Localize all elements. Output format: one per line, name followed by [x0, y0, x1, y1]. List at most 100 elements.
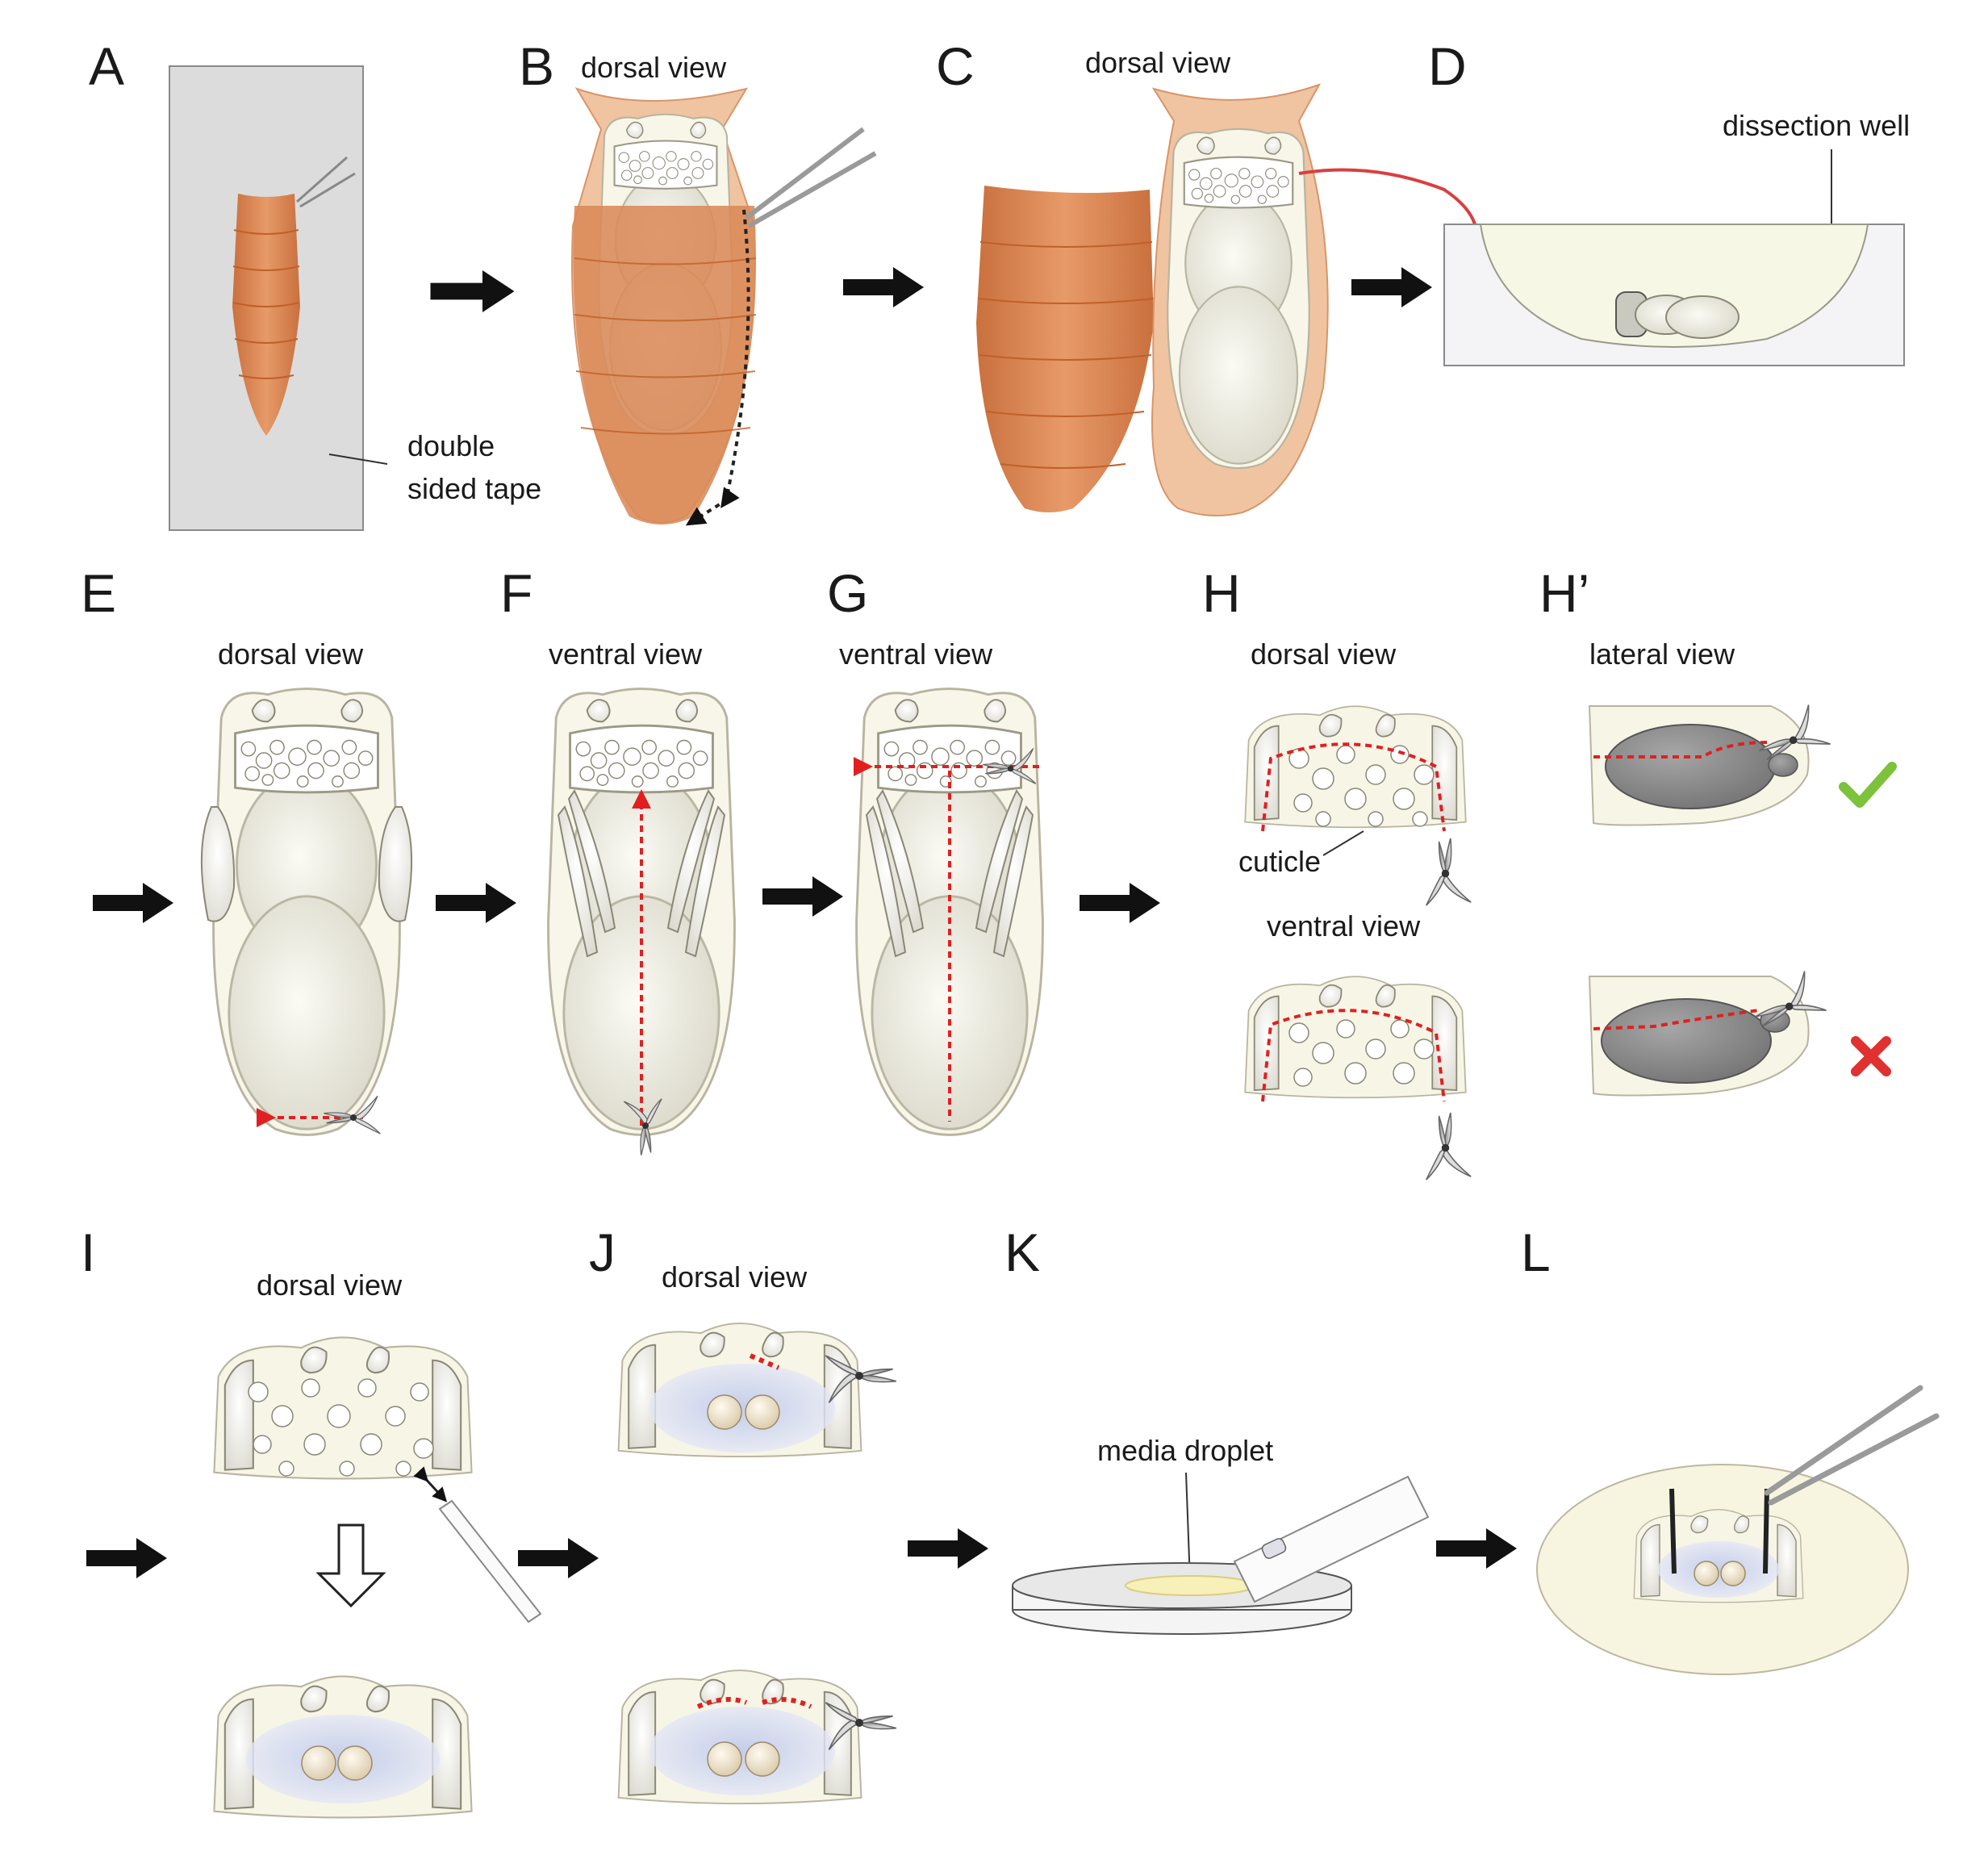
cleaned-area [1658, 1541, 1779, 1598]
fat-body-dorsal [1288, 745, 1435, 827]
tape-label-line1: double [407, 429, 495, 462]
view-label-j: dorsal view [662, 1260, 808, 1294]
panel-letter-g: G [827, 563, 868, 623]
pipette-icon [413, 1466, 542, 1624]
legs [557, 789, 726, 958]
pupal-case-half [976, 186, 1154, 512]
panel-h-prime: H’ lateral view [1539, 563, 1897, 1097]
cross-icon [1851, 1036, 1891, 1076]
flow-arrow-icon [843, 267, 924, 307]
scissors-icon [1425, 1112, 1472, 1181]
panel-e: E dorsal view [81, 563, 413, 1136]
dissected-body [212, 688, 401, 1136]
flow-arrow-icon [518, 1538, 599, 1578]
brain-hemisphere [745, 1394, 780, 1430]
panel-letter-h-prime: H’ [1539, 563, 1589, 623]
brain-hemisphere [1694, 1561, 1719, 1586]
cuticle-label: cuticle [1238, 845, 1321, 878]
view-label-f: ventral view [549, 637, 703, 671]
pupa [232, 194, 300, 436]
panel-letter-i: I [81, 1222, 95, 1282]
legs [865, 789, 1034, 958]
pupal-case-front [573, 206, 756, 525]
view-label-h-prime: lateral view [1589, 637, 1735, 671]
pin [1763, 1488, 1769, 1574]
pipette-icon [1233, 1475, 1430, 1603]
dissection-well [1479, 224, 1869, 348]
panel-d: D dissection well [1428, 36, 1910, 366]
brain-hemisphere [301, 1745, 336, 1781]
view-label-g: ventral view [839, 637, 993, 671]
well-label: dissection well [1723, 109, 1910, 142]
forceps-icon [745, 127, 877, 228]
specimen-in-well [1615, 291, 1740, 339]
panel-f: F ventral view [500, 563, 736, 1156]
transfer-arrow [1298, 168, 1479, 243]
media-droplet [1125, 1575, 1255, 1596]
cut-line [1593, 741, 1768, 759]
down-arrow-icon [315, 1523, 386, 1608]
panel-letter-a: A [89, 36, 124, 96]
view-label-i: dorsal view [257, 1268, 403, 1302]
brain-hemisphere [745, 1741, 780, 1777]
cut-path [685, 209, 750, 526]
panel-letter-l: L [1521, 1222, 1551, 1282]
brain-lobe [1605, 724, 1776, 809]
tape-leader-line [328, 453, 388, 465]
panel-letter-f: F [500, 563, 532, 623]
wing [200, 806, 236, 922]
panel-letter-c: C [936, 36, 975, 96]
cleaned-area [649, 1364, 835, 1452]
view-label-h-bottom: ventral view [1267, 909, 1421, 942]
flow-arrow-icon [1351, 267, 1432, 307]
forceps-icon [1764, 1385, 1940, 1506]
panel-a: A double sided tape [89, 36, 541, 531]
cuticle-leader-line [1322, 830, 1364, 856]
brain-hemisphere [1720, 1561, 1746, 1586]
wing [378, 806, 413, 922]
pupa-segments [232, 229, 300, 379]
droplet-label: media droplet [1097, 1434, 1273, 1467]
flow-arrow-icon [1436, 1528, 1517, 1569]
panel-letter-h: H [1202, 563, 1241, 623]
panel-letter-e: E [81, 563, 116, 623]
panel-k: K media droplet [1004, 1222, 1430, 1635]
brain-hemisphere [707, 1741, 742, 1777]
flow-arrow-icon [93, 883, 173, 923]
pupa-segments-b [574, 257, 757, 435]
panel-letter-j: J [589, 1222, 616, 1282]
panel-g: G ventral view [827, 563, 1044, 1136]
pupa-segments-c [977, 241, 1155, 469]
panel-b: B dorsal view [519, 36, 877, 526]
pupa-body-exposed [1167, 127, 1310, 470]
brain-hemisphere [707, 1394, 742, 1430]
flow-arrow-icon [762, 876, 843, 917]
fat-body-ventral [1288, 1019, 1435, 1087]
flow-arrow-icon [908, 1528, 988, 1569]
panel-h: H dorsal view cuticle ventral view [1202, 563, 1472, 1181]
panel-letter-d: D [1428, 36, 1467, 96]
eye-disc [1768, 753, 1798, 777]
flow-arrow-icon [1080, 883, 1160, 923]
forceps-icon [296, 156, 356, 208]
fat-body [248, 1378, 434, 1477]
view-label-b: dorsal view [581, 51, 727, 84]
check-icon [1839, 762, 1897, 808]
flow-arrow-icon [430, 270, 515, 312]
tape-label-line2: sided tape [407, 472, 541, 505]
view-label-e: dorsal view [218, 637, 364, 671]
view-label-c: dorsal view [1085, 46, 1231, 79]
brain-hemisphere [337, 1745, 373, 1781]
panel-j: J dorsal view [589, 1222, 897, 1805]
panel-letter-k: K [1004, 1222, 1040, 1282]
brain-lobe [1601, 998, 1772, 1084]
panel-i: I dorsal view [81, 1222, 542, 1819]
view-label-h-top: dorsal view [1251, 637, 1397, 671]
panel-c: C dorsal view [936, 36, 1489, 516]
cleaned-area [649, 1707, 835, 1795]
cut-line [1261, 1009, 1446, 1102]
flow-arrow-icon [86, 1538, 167, 1578]
panel-letter-b: B [519, 36, 554, 96]
scissors-icon [1425, 838, 1472, 906]
